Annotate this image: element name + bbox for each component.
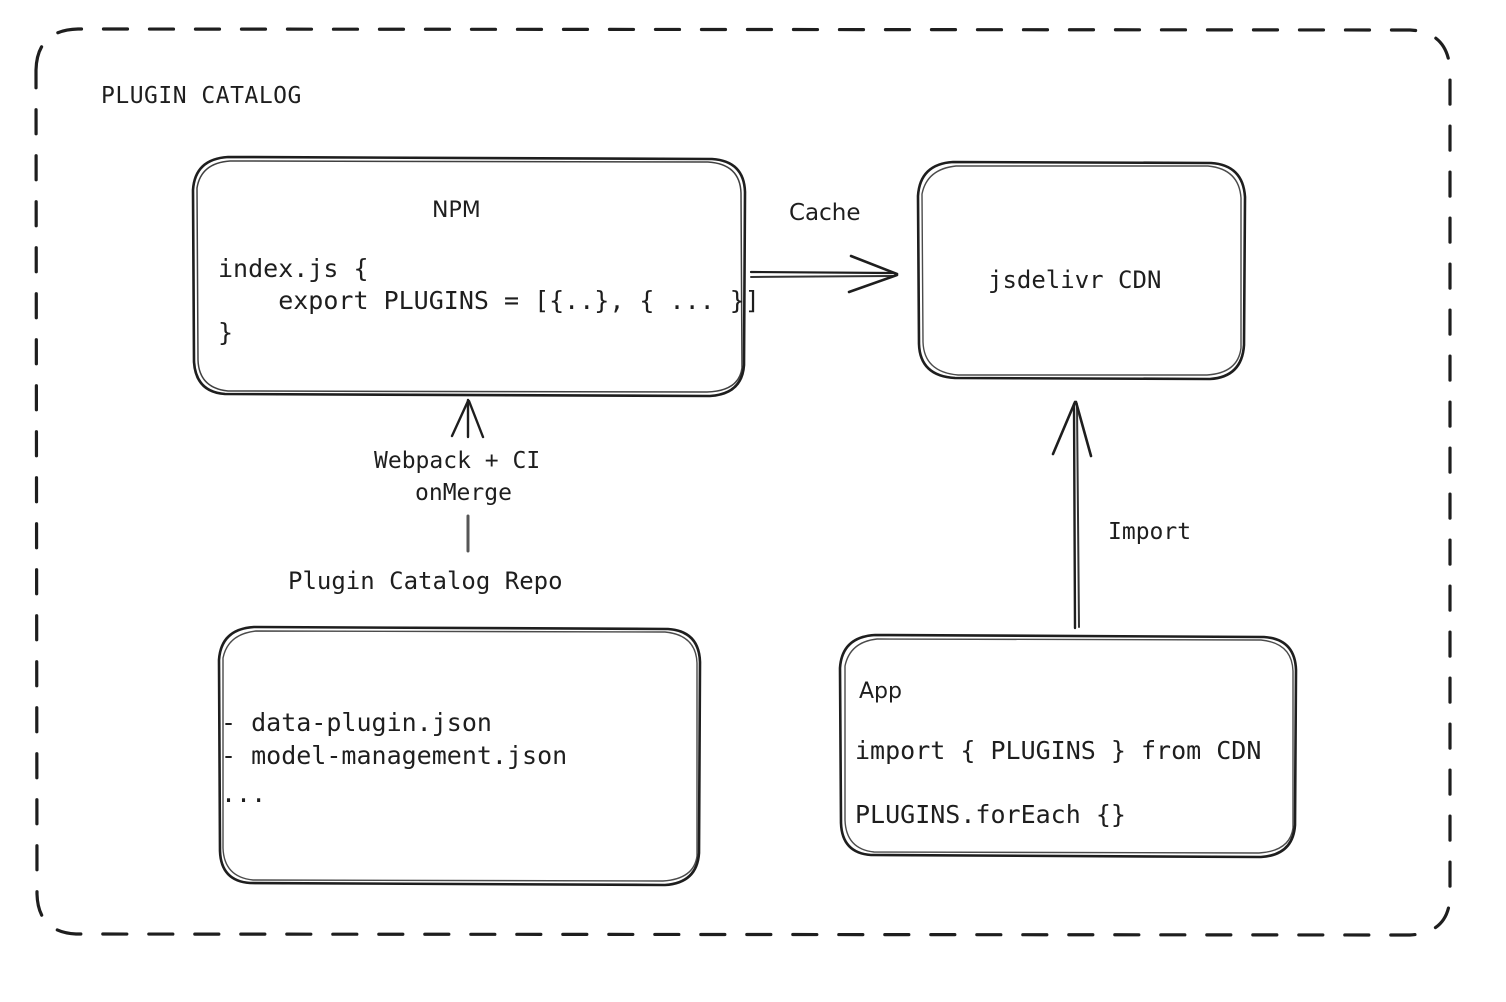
repo-line-3: ... bbox=[221, 779, 267, 808]
edge-build-label-line1: Webpack + CI bbox=[374, 448, 541, 474]
edge-cache-arrow bbox=[749, 254, 899, 294]
repo-line-1: - data-plugin.json bbox=[221, 708, 492, 737]
repo-line-2: - model-management.json bbox=[221, 741, 568, 770]
app-box-title: App bbox=[859, 679, 902, 704]
edge-import-label: Import bbox=[1108, 519, 1192, 545]
npm-box-outline bbox=[191, 155, 747, 398]
group-container-outline bbox=[34, 27, 1452, 937]
app-box-outline bbox=[838, 633, 1298, 859]
npm-code-line-2: export PLUGINS = [{..}, { ... }] bbox=[218, 286, 760, 315]
npm-box-title: NPM bbox=[432, 198, 481, 223]
npm-code-line-3: } bbox=[218, 318, 234, 347]
edge-build-arrow bbox=[450, 398, 485, 553]
edge-cache-label: Cache bbox=[789, 200, 861, 226]
app-code-line-1: import { PLUGINS } from CDN bbox=[855, 736, 1262, 765]
edge-import-arrow bbox=[1051, 400, 1093, 630]
cdn-box-outline bbox=[916, 160, 1247, 381]
npm-code-line-1: index.js { bbox=[218, 254, 369, 283]
repo-caption: Plugin Catalog Repo bbox=[288, 567, 563, 595]
app-code-line-2: PLUGINS.forEach {} bbox=[855, 800, 1126, 829]
edge-build-label-line2: onMerge bbox=[415, 480, 512, 506]
repo-box-outline bbox=[217, 625, 702, 887]
group-title: PLUGIN CATALOG bbox=[101, 83, 302, 109]
cdn-box-title: jsdelivr CDN bbox=[988, 266, 1162, 294]
